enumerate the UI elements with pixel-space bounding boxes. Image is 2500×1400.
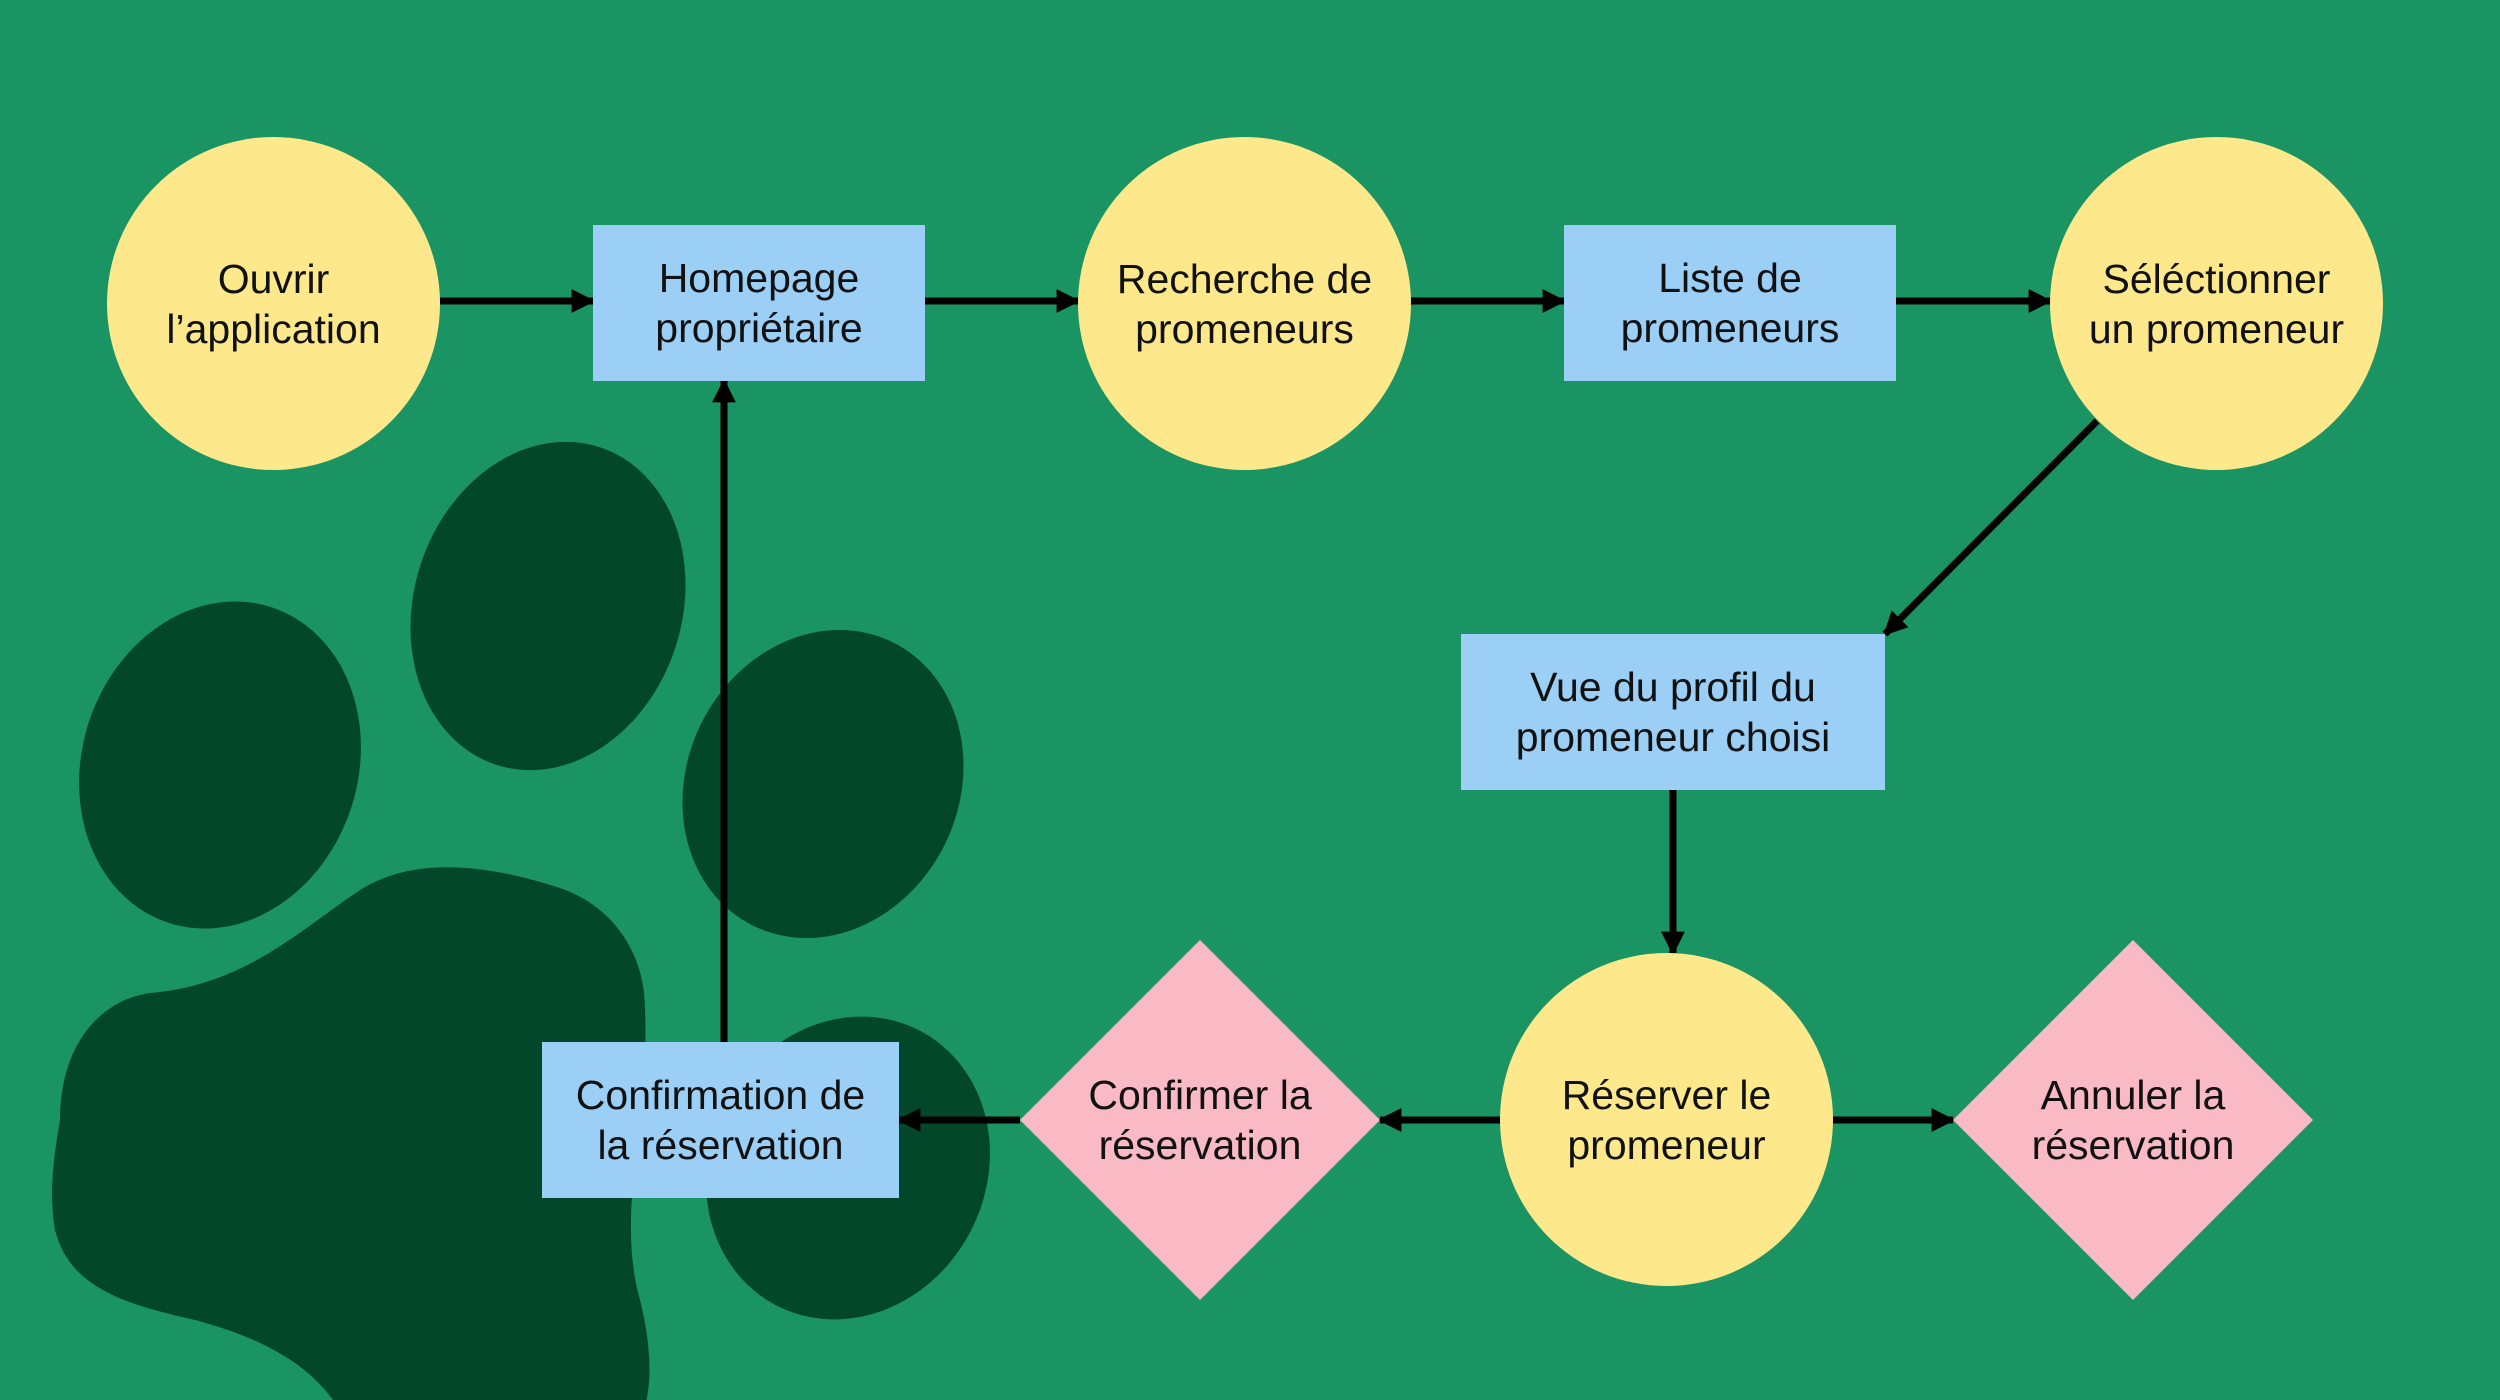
node-confirmer-reservation: Confirmer la réservation <box>1020 940 1380 1300</box>
node-confirmation-reservation: Confirmation de la réservation <box>542 1042 899 1198</box>
node-label: Vue du profil du promeneur choisi <box>1515 664 1831 760</box>
node-label: Séléctionner un promeneur <box>2088 255 2345 352</box>
node-label: Ouvrir l’application <box>166 255 381 352</box>
node-selectionner-promeneur: Séléctionner un promeneur <box>2050 137 2383 470</box>
paw-toe-3 <box>682 629 964 939</box>
diamond-shape <box>1020 940 1380 1300</box>
node-recherche-promeneurs: Recherche de promeneurs <box>1078 137 1411 470</box>
paw-toe-1 <box>79 601 361 929</box>
node-label: Confirmer la réservation <box>1088 1072 1312 1168</box>
node-liste-promeneurs: Liste de promeneurs <box>1564 225 1896 381</box>
diamond-shape <box>1953 940 2313 1300</box>
node-homepage-proprietaire: Homepage propriétaire <box>593 225 925 381</box>
node-label: Réserver le promeneur <box>1561 1071 1772 1168</box>
node-label: Annuler la réservation <box>2031 1072 2235 1168</box>
node-ouvrir-application: Ouvrir l’application <box>107 137 440 470</box>
node-label: Homepage propriétaire <box>655 255 863 351</box>
node-label: Confirmation de la réservation <box>575 1072 866 1168</box>
paw-pad <box>52 867 650 1400</box>
paw-toe-2 <box>410 441 686 771</box>
node-label: Recherche de promeneurs <box>1116 255 1373 352</box>
node-label: Liste de promeneurs <box>1620 255 1840 351</box>
arrow-selectionner-promeneur-to-vue-profil <box>1882 418 2100 637</box>
node-reserver-promeneur: Réserver le promeneur <box>1500 953 1833 1286</box>
node-vue-profil: Vue du profil du promeneur choisi <box>1461 634 1885 790</box>
node-annuler-reservation: Annuler la réservation <box>1953 940 2313 1300</box>
